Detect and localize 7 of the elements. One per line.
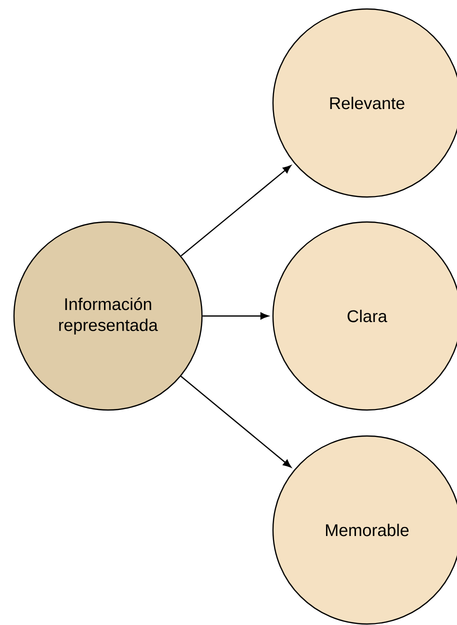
- arrow: [180, 376, 292, 468]
- circle-node: Memorable: [272, 435, 457, 625]
- arrow: [202, 312, 269, 320]
- arrow: [180, 165, 292, 256]
- circle-node: Información representada: [13, 221, 203, 411]
- circle-node: Clara: [272, 221, 457, 411]
- circle-node: Relevante: [272, 8, 457, 198]
